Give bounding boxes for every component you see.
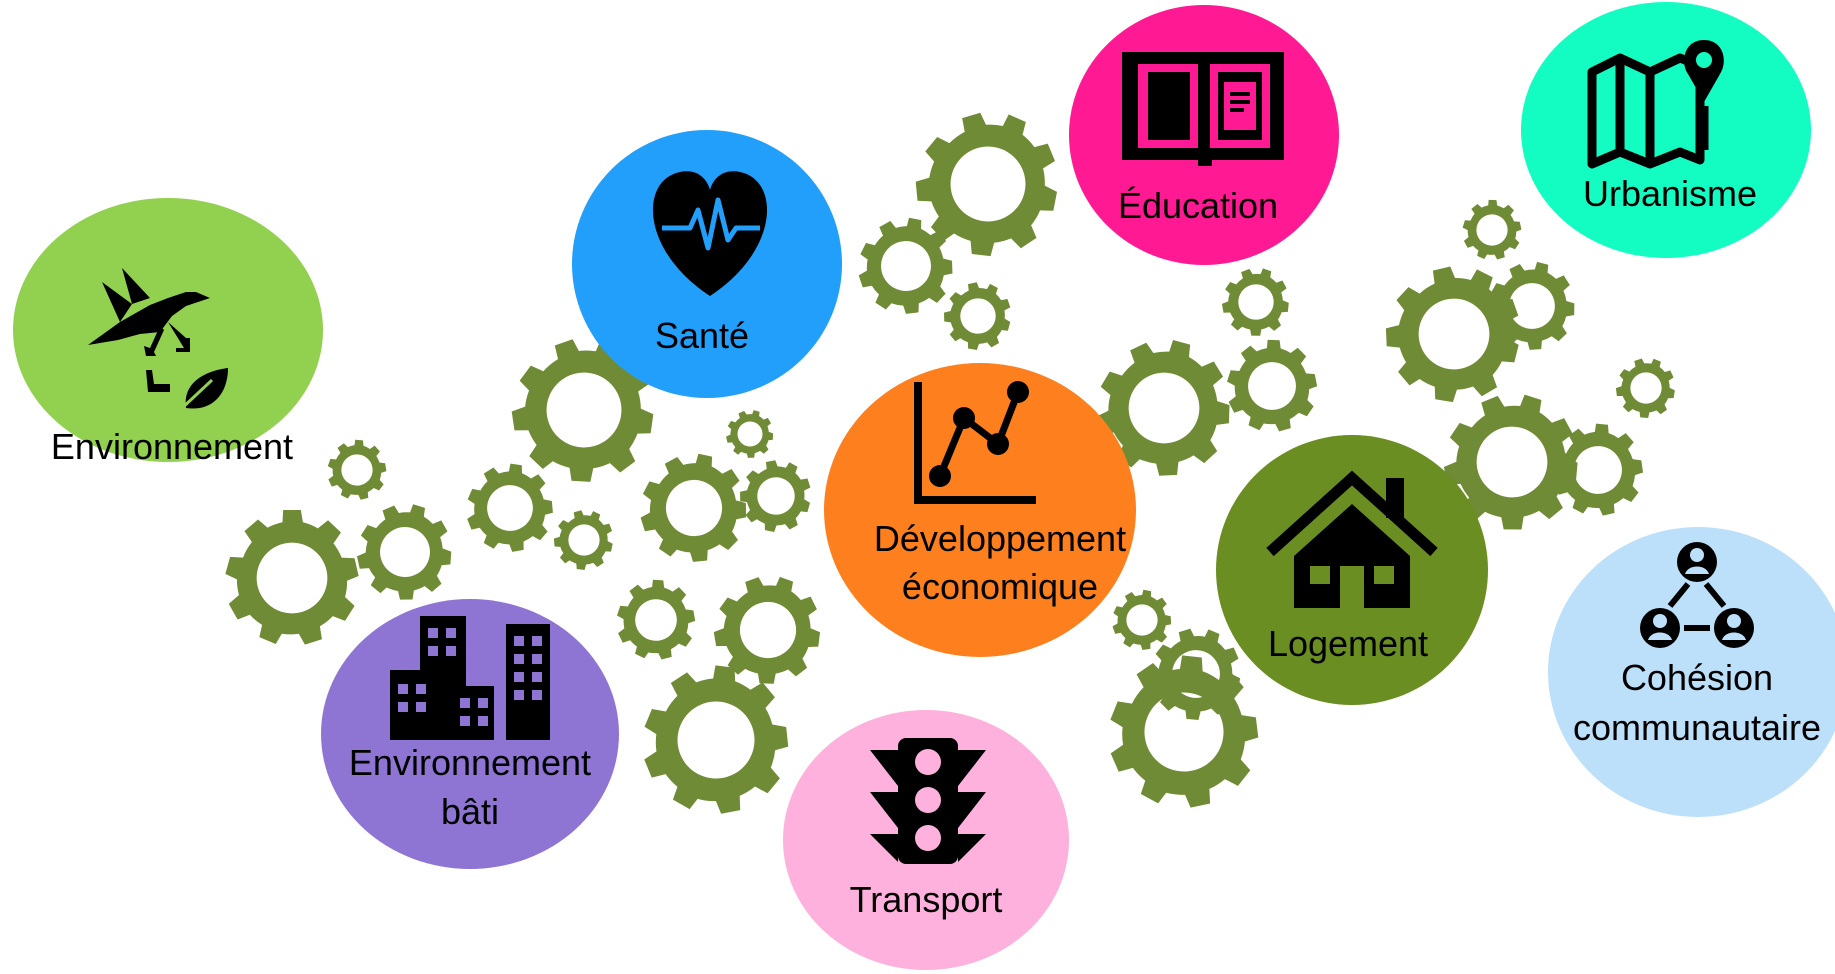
gear-icon (720, 404, 780, 464)
topic-nodes: Environnement Santé (13, 2, 1835, 970)
node-logement-label: Logement (1268, 623, 1428, 664)
traffic-light-icon (870, 738, 986, 864)
node-transport-label: Transport (850, 879, 1003, 920)
gear-icon (1225, 338, 1319, 433)
gear-icon (346, 492, 465, 611)
line-chart-icon (914, 381, 1036, 504)
node-bati-label-line2: bâti (441, 791, 499, 832)
node-sante-label: Santé (655, 315, 749, 356)
gear-icon (544, 500, 624, 580)
node-developpement-circle (824, 363, 1136, 657)
node-logement[interactable]: Logement (1216, 435, 1488, 705)
gear-icon (728, 447, 825, 544)
open-book-icon (1122, 52, 1284, 166)
gear-icon (1213, 259, 1299, 345)
node-environnement-label: Environnement (51, 426, 293, 467)
node-transport[interactable]: Transport (783, 710, 1069, 970)
gear-icon (225, 510, 359, 645)
gear-icon (894, 89, 1082, 278)
gear-icon (932, 270, 1024, 362)
map-pin-icon (1587, 40, 1724, 169)
node-cohesion-label-line2: communautaire (1573, 707, 1821, 748)
node-education[interactable]: Éducation (1069, 5, 1339, 265)
gear-icon (614, 578, 698, 662)
node-environnement[interactable]: Environnement (13, 198, 323, 467)
node-urbanisme-circle (1521, 2, 1811, 258)
house-icon (1266, 470, 1438, 608)
node-cohesion-label-line1: Cohésion (1621, 657, 1773, 698)
node-education-label: Éducation (1118, 185, 1278, 226)
node-developpement-label-line2: économique (902, 566, 1098, 607)
node-cohesion[interactable]: Cohésion communautaire (1548, 527, 1835, 817)
node-cohesion-circle (1548, 527, 1835, 817)
node-urbanisme-label: Urbanisme (1583, 173, 1757, 214)
node-environnement-circle (13, 198, 323, 462)
gear-icon (461, 458, 559, 557)
people-network-icon (1640, 542, 1754, 648)
gear-icon (325, 438, 389, 502)
node-bati[interactable]: Environnement bâti (321, 599, 619, 869)
gear-icon (1462, 199, 1522, 260)
hummingbird-recycle-leaf-icon (88, 268, 228, 412)
gear-icon (1607, 349, 1685, 427)
node-bati-label-line1: Environnement (349, 742, 591, 783)
node-urbanisme[interactable]: Urbanisme (1521, 2, 1811, 258)
gear-icon (631, 444, 757, 571)
node-developpement[interactable]: Développement économique (824, 363, 1136, 657)
node-developpement-label-line1: Développement (874, 518, 1126, 559)
buildings-icon (390, 616, 550, 740)
gear-icon (1107, 585, 1177, 655)
gear-icon (1102, 648, 1267, 814)
node-sante[interactable]: Santé (572, 130, 842, 398)
heart-pulse-icon (652, 171, 768, 296)
